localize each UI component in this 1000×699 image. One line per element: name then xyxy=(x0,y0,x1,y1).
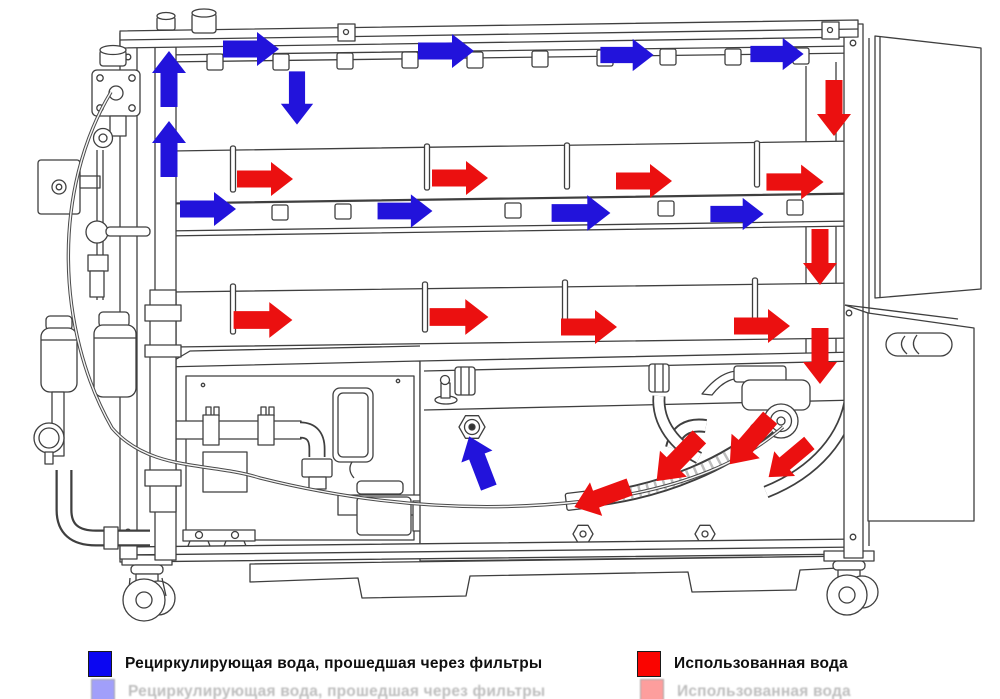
legend-ghost-label-used: Использованная вода xyxy=(677,683,851,699)
legend-ghost-used: Использованная вода xyxy=(640,679,851,699)
legend-item-recirculating: Рециркулирующая вода, прошедшая через фи… xyxy=(88,651,542,677)
legend-swatch-recirculating-water xyxy=(88,651,112,677)
base-frame xyxy=(119,538,863,599)
inlet-fitting xyxy=(458,415,486,439)
filter-housing xyxy=(93,324,137,398)
legend-item-used-water: Использованная вода xyxy=(637,651,848,677)
legend-ghost-recirculating: Рециркулирующая вода, прошедшая через фи… xyxy=(91,679,545,699)
flow-arrow-red xyxy=(803,229,837,285)
drain-cable xyxy=(66,91,785,509)
caster-right xyxy=(823,550,879,616)
legend-swatch-used-water xyxy=(637,651,661,677)
legend-ghost-swatch-used xyxy=(640,679,664,699)
caster-left xyxy=(121,554,176,622)
legend-label-recirculating-water: Рециркулирующая вода, прошедшая через фи… xyxy=(125,655,543,672)
slot-handle xyxy=(885,332,953,357)
flow-arrow-blue xyxy=(280,71,314,125)
upper-tank xyxy=(171,140,857,204)
legend-ghost-label-recirculating: Рециркулирующая вода, прошедшая через фи… xyxy=(128,683,546,699)
legend-ghost-swatch-recirculating xyxy=(91,679,115,699)
legend-label-used-water: Использованная вода xyxy=(674,655,848,672)
filter-housing xyxy=(40,327,78,393)
left-plumbing xyxy=(33,44,182,550)
side-cabinet-lower xyxy=(844,304,975,522)
machine-line-art xyxy=(33,8,982,622)
